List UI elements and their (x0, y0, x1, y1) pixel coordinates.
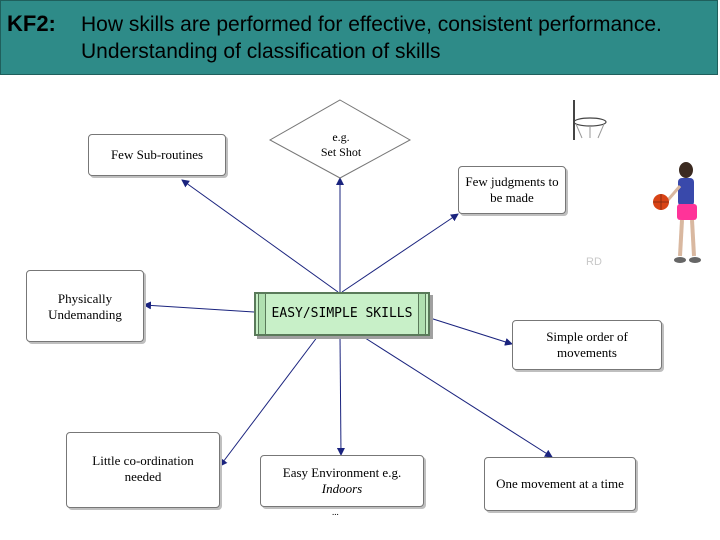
example-diamond (268, 99, 412, 179)
example-line-1: e.g. (332, 130, 350, 144)
center-left-bar (258, 294, 266, 334)
link-to-simple-order (429, 317, 513, 346)
illustration-credit: RD (586, 256, 602, 268)
node-simple-order-label: Simple order of movements (546, 329, 628, 360)
node-physically-undemanding: Physically Undemanding (26, 270, 144, 342)
link-to-few-judgments (341, 213, 459, 293)
central-concept-box: EASY/SIMPLE SKILLS (254, 292, 430, 336)
node-few-judgments-label: Few judgments to be made (465, 174, 559, 205)
footer-mark: ... (332, 507, 339, 517)
basketball-hoop-icon (573, 100, 607, 140)
link-to-one-movement (361, 335, 553, 458)
page-title: How skills are performed for effective, … (81, 13, 662, 63)
node-few-judgments: Few judgments to be made (458, 166, 566, 214)
key-focus-label: KF2: (7, 11, 56, 36)
link-to-physically-undemanding (143, 301, 255, 313)
node-easy-environment-label: Easy Environment e.g. (282, 465, 402, 480)
link-to-few-subroutines (181, 179, 339, 293)
link-to-little-coordination (219, 335, 319, 467)
example-line-2: Set Shot (320, 145, 362, 159)
node-simple-order: Simple order of movements (512, 320, 662, 370)
central-concept-label: EASY/SIMPLE SKILLS (271, 306, 413, 321)
node-physically-undemanding-label: Physically Undemanding (48, 291, 122, 322)
title-banner: KF2: How skills are performed for effect… (0, 0, 718, 75)
node-few-subroutines-label: Few Sub-routines (110, 147, 204, 162)
example-label: e.g. Set Shot (296, 130, 386, 160)
link-to-easy-environment (336, 335, 345, 456)
node-easy-environment-example: Indoors (321, 481, 363, 496)
node-easy-environment: Easy Environment e.g. Indoors (260, 455, 424, 507)
basketball-player-icon (653, 162, 701, 263)
node-little-coordination: Little co-ordination needed (66, 432, 220, 508)
node-few-subroutines: Few Sub-routines (88, 134, 226, 176)
node-little-coordination-label: Little co-ordination needed (92, 453, 194, 484)
node-one-movement: One movement at a time (484, 457, 636, 511)
node-one-movement-label: One movement at a time (496, 476, 624, 491)
center-right-bar (418, 294, 426, 334)
